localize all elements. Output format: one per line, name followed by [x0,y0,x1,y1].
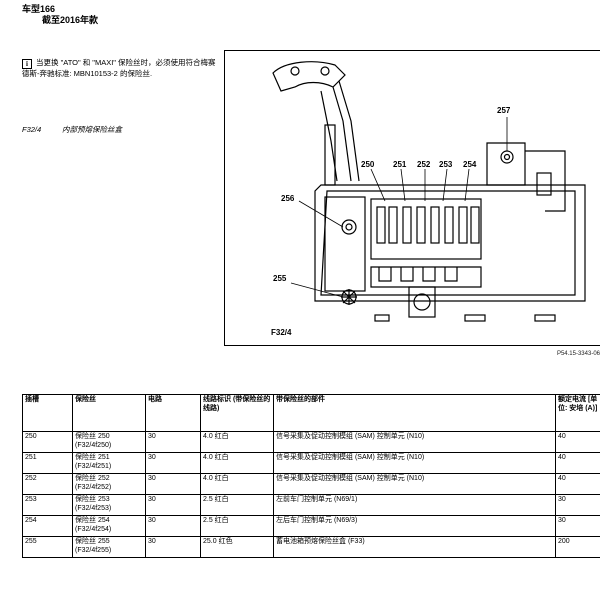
wire-cell: 4.0 红白 [200,452,274,474]
model-year: 截至2016年款 [42,15,99,25]
callout-label: 250 [361,160,375,169]
col-header: 插槽 [22,394,73,432]
fuse-cell: 保险丝 254 (F32/4f254) [72,515,146,537]
figure-caption: F32/4 内部预熔保险丝盒 [22,124,122,135]
slot-cell: 251 [22,452,73,474]
callout-label: F32/4 [271,328,292,337]
col-header: 线路标识 (带保险丝的线路) [200,394,274,432]
vehicle-model: 车型166 [22,4,56,14]
col-header: 保险丝 [72,394,146,432]
info-icon: i [22,59,32,69]
slot-cell: 250 [22,431,73,453]
col-header: 额定电流 [单位: 安培 (A)] [555,394,600,432]
fuse-box-figure: 250 251 252 253 254 257 256 255 F32/4 [224,50,600,346]
circuit-cell: 30 [145,473,201,495]
slot-cell: 254 [22,515,73,537]
wire-cell: 25.0 红色 [200,536,274,558]
fuse-cell: 保险丝 250 (F32/4f250) [72,431,146,453]
col-header: 电路 [145,394,201,432]
col-header: 带保险丝的部件 [273,394,556,432]
rating-cell: 40 [555,473,600,495]
component-cell: 信号采集及促动控制模组 (SAM) 控制单元 (N10) [273,452,556,474]
component-cell: 信号采集及促动控制模组 (SAM) 控制单元 (N10) [273,431,556,453]
rating-cell: 200 [555,536,600,558]
caption-title: 内部预熔保险丝盒 [62,125,122,134]
callout-label: 252 [417,160,431,169]
wire-cell: 4.0 红白 [200,431,274,453]
circuit-cell: 30 [145,494,201,516]
table-header-row: 插槽 保险丝 电路 线路标识 (带保险丝的线路) 带保险丝的部件 额定电流 [单… [22,394,600,432]
component-cell: 左后车门控制单元 (N69/3) [273,515,556,537]
note-text: 当更换 "ATO" 和 "MAXI" 保险丝时，必须使用符合梅赛德斯-奔驰标准:… [22,58,216,78]
callout-label: 255 [273,274,287,283]
fuse-cell: 保险丝 253 (F32/4f253) [72,494,146,516]
slot-cell: 255 [22,536,73,558]
rating-cell: 40 [555,431,600,453]
document-header: 车型166 截至2016年款 [22,4,98,26]
table-row: 250 保险丝 250 (F32/4f250) 30 4.0 红白 信号采集及促… [22,431,600,453]
caption-code: F32/4 [22,125,42,134]
slot-cell: 253 [22,494,73,516]
callout-label: 253 [439,160,453,169]
rating-cell: 30 [555,494,600,516]
table-row: 251 保险丝 251 (F32/4f251) 30 4.0 红白 信号采集及促… [22,452,600,474]
callout-label: 256 [281,194,295,203]
circuit-cell: 30 [145,431,201,453]
circuit-cell: 30 [145,452,201,474]
fuse-cell: 保险丝 252 (F32/4f252) [72,473,146,495]
component-cell: 蓄电池箱预熔保险丝盒 (F33) [273,536,556,558]
component-cell: 信号采集及促动控制模组 (SAM) 控制单元 (N10) [273,473,556,495]
figure-reference: P54.15-3343-06 [556,351,600,357]
rating-cell: 30 [555,515,600,537]
table-row: 253 保险丝 253 (F32/4f253) 30 2.5 红白 左前车门控制… [22,494,600,516]
table-row: 254 保险丝 254 (F32/4f254) 30 2.5 红白 左后车门控制… [22,515,600,537]
rating-cell: 40 [555,452,600,474]
slot-cell: 252 [22,473,73,495]
callout-label: 254 [463,160,477,169]
wire-cell: 2.5 红白 [200,515,274,537]
callout-label: 257 [497,106,511,115]
component-cell: 左前车门控制单元 (N69/1) [273,494,556,516]
fuse-cell: 保险丝 251 (F32/4f251) [72,452,146,474]
wire-cell: 4.0 红白 [200,473,274,495]
wire-cell: 2.5 红白 [200,494,274,516]
fuse-box-diagram: 250 251 252 253 254 257 256 255 F32/4 [271,61,586,337]
table-row: 252 保险丝 252 (F32/4f252) 30 4.0 红白 信号采集及促… [22,473,600,495]
table-row: 255 保险丝 255 (F32/4f255) 30 25.0 红色 蓄电池箱预… [22,536,600,558]
circuit-cell: 30 [145,515,201,537]
fuse-cell: 保险丝 255 (F32/4f255) [72,536,146,558]
circuit-cell: 30 [145,536,201,558]
callout-label: 251 [393,160,407,169]
fuse-table: 插槽 保险丝 电路 线路标识 (带保险丝的线路) 带保险丝的部件 额定电流 [单… [22,394,600,558]
